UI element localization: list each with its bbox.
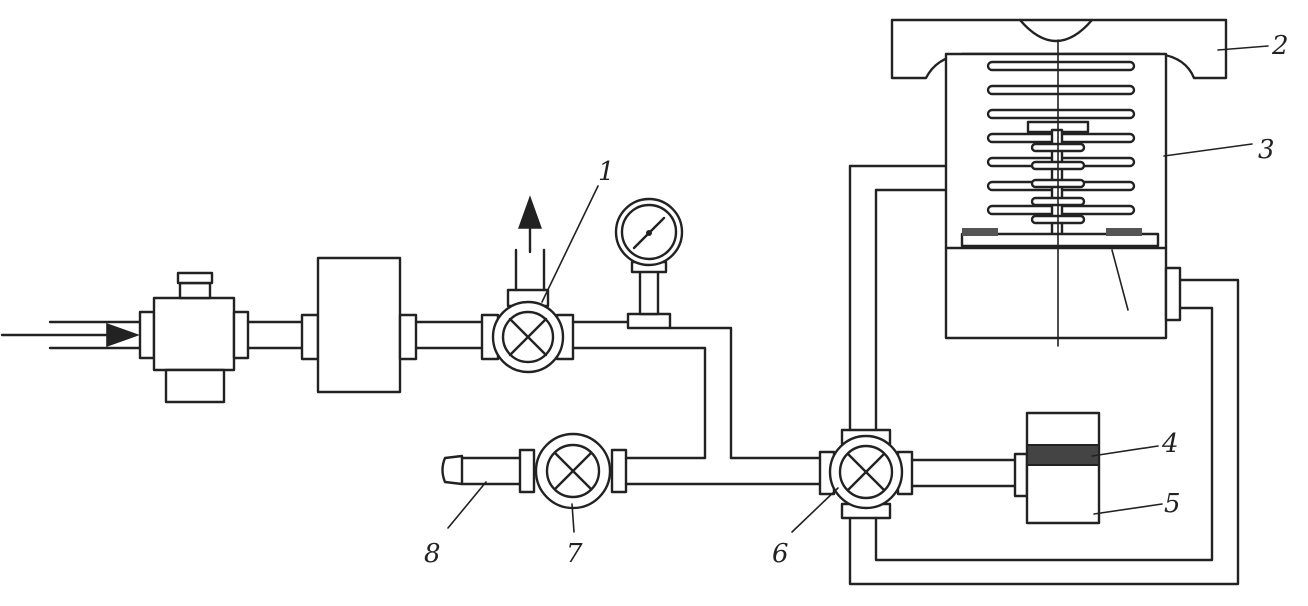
label-3: 3 — [1258, 135, 1275, 165]
valve-1 — [480, 195, 575, 374]
labels: 1 2 3 4 5 6 7 8 — [424, 31, 1289, 569]
loop-pipes — [848, 164, 1240, 586]
pipe-valve6-cylinder — [910, 458, 1017, 488]
pressure-gauge — [614, 197, 684, 330]
press-3 — [890, 18, 1228, 347]
leader-lines — [447, 45, 1269, 533]
pipe-gauge-branch — [571, 320, 733, 460]
pipe-reducer-filter — [246, 320, 304, 350]
label-2: 2 — [1271, 31, 1289, 61]
filter-box — [300, 256, 418, 394]
valve-6 — [818, 428, 914, 520]
silencer-8 — [441, 454, 522, 486]
label-4: 4 — [1161, 429, 1179, 459]
pipe-filter-valve1 — [414, 320, 484, 350]
inlet-pipe — [48, 320, 142, 350]
label-8: 8 — [424, 539, 441, 569]
cylinder-4-5 — [1013, 411, 1101, 525]
pipe-valve7-valve6 — [624, 456, 822, 486]
outer-spring — [986, 60, 1136, 216]
valve-7 — [518, 432, 628, 510]
label-7: 7 — [566, 539, 583, 569]
pressure-reducer — [138, 271, 250, 404]
label-1: 1 — [598, 157, 615, 187]
label-5: 5 — [1164, 489, 1181, 519]
label-6: 6 — [772, 539, 789, 569]
